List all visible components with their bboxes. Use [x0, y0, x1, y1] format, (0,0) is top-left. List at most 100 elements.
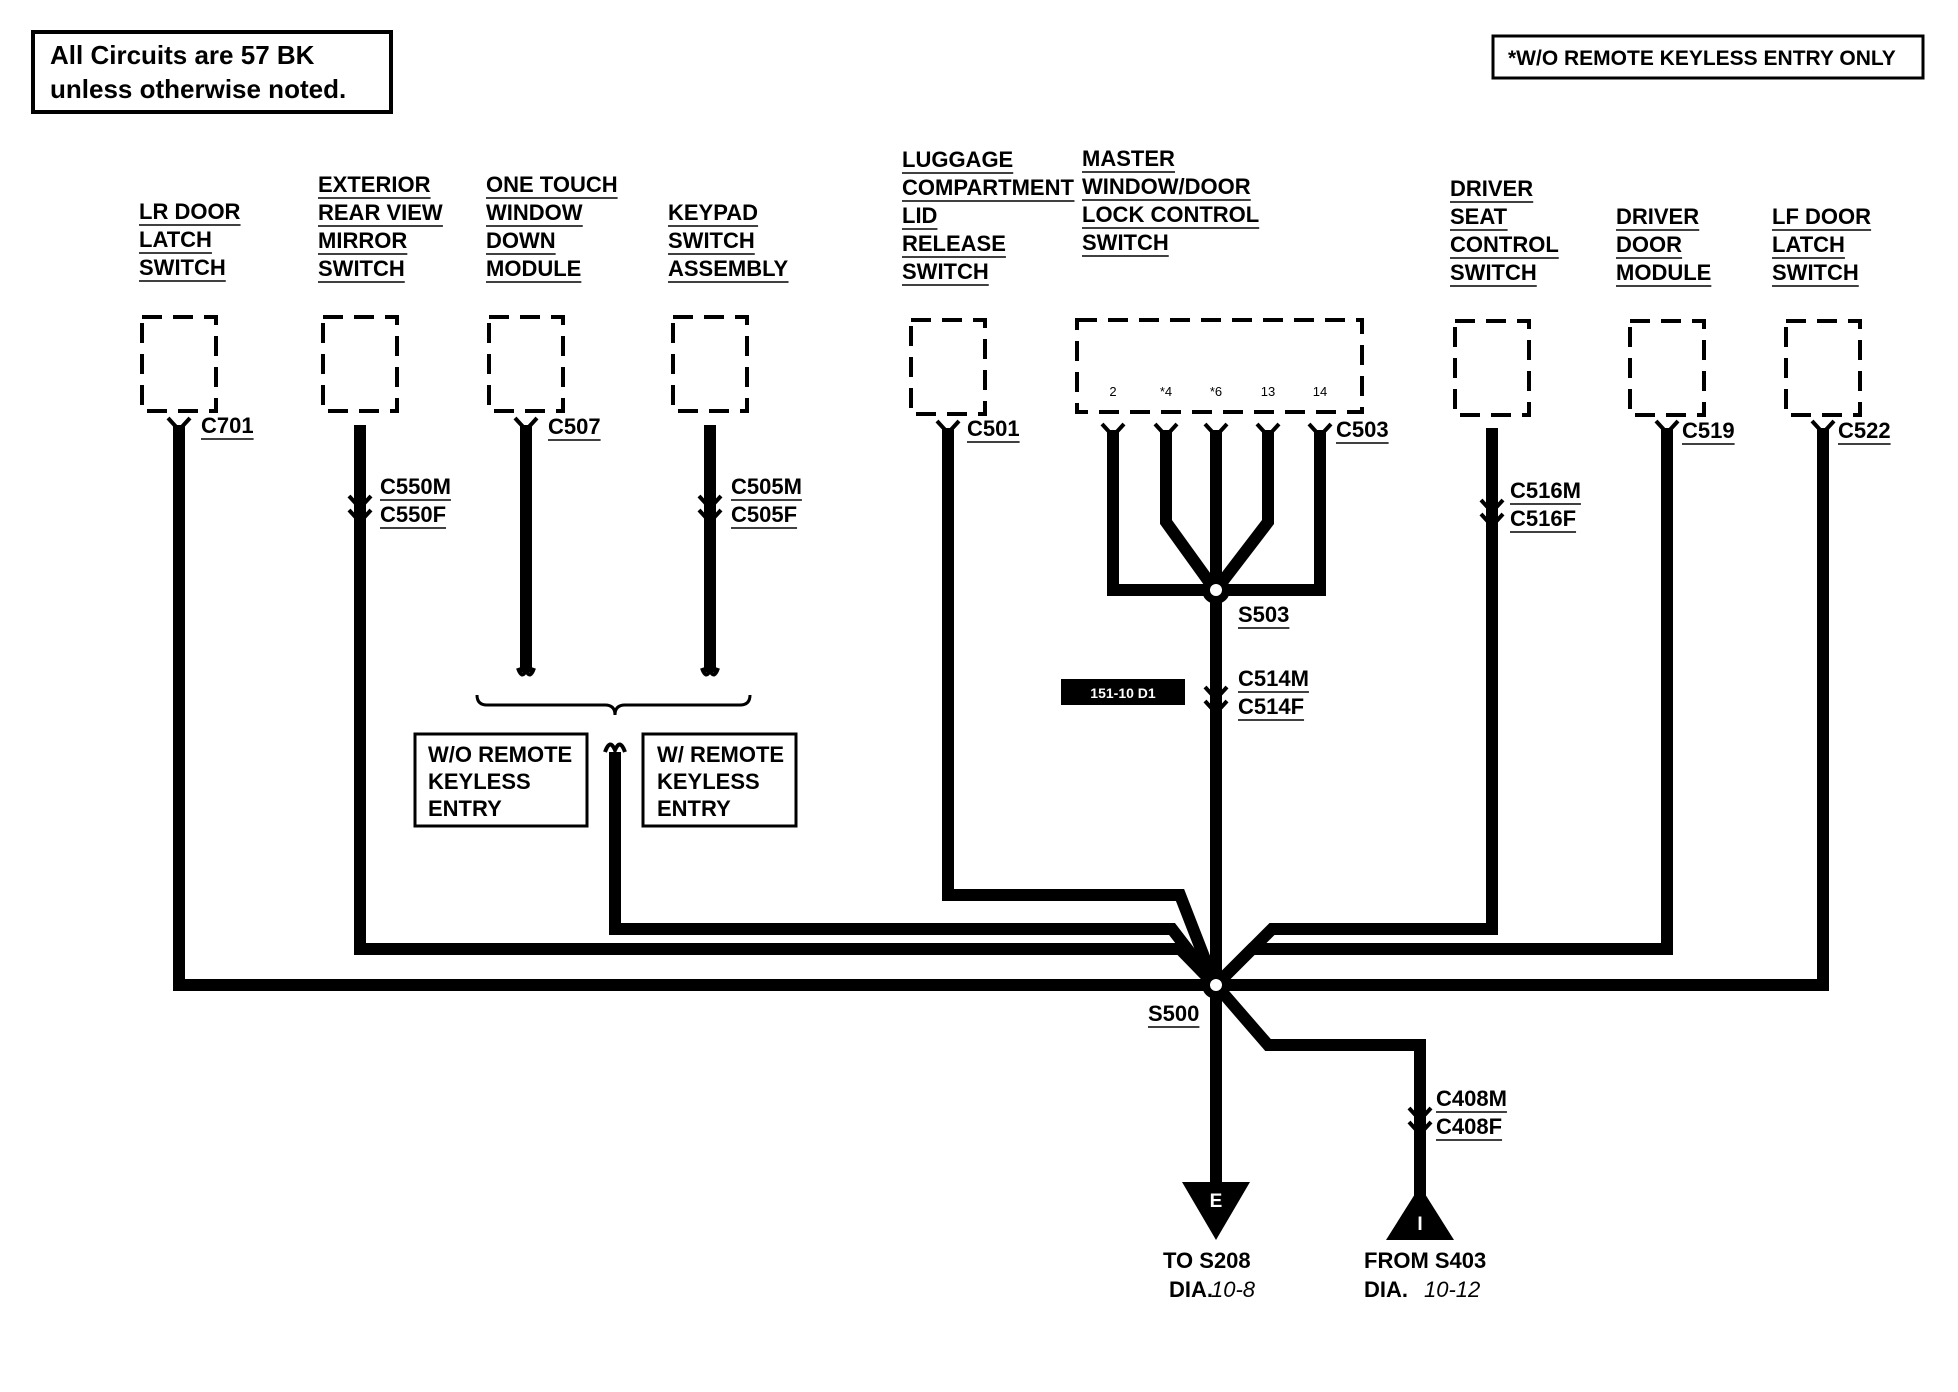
without-keyless-line-1: W/O REMOTE: [428, 742, 572, 767]
driver-seat-switch-box: [1453, 319, 1531, 417]
label-s503: S503: [1238, 602, 1289, 627]
exterior-mirror-line-3: MIRROR: [318, 228, 407, 253]
keyless-note-text: *W/O REMOTE KEYLESS ENTRY ONLY: [1508, 47, 1896, 70]
lr-door-latch-switch-box: [140, 315, 218, 413]
terminal-i-letter: I: [1417, 1214, 1422, 1235]
driver-door-line-3: MODULE: [1616, 260, 1711, 285]
master-switch-pins: 2 *4 *6 13 14: [1109, 384, 1327, 399]
one-touch-module-label: ONE TOUCH WINDOW DOWN MODULE: [486, 172, 618, 281]
driver-door-line-1: DRIVER: [1616, 204, 1699, 229]
label-c408m: C408M: [1436, 1086, 1507, 1111]
lr-door-latch-line-2: LATCH: [139, 227, 212, 252]
label-c501: C501: [967, 416, 1020, 441]
luggage-release-switch-box: [909, 318, 987, 416]
lr-door-latch-line-1: LR DOOR: [139, 199, 241, 224]
lr-door-latch-switch-label: LR DOOR LATCH SWITCH: [139, 199, 241, 280]
pin-14: 14: [1313, 384, 1327, 399]
lr-door-latch-line-3: SWITCH: [139, 255, 226, 280]
without-keyless-line-2: KEYLESS: [428, 769, 531, 794]
terminal-to-s208-dia: DIA.: [1169, 1277, 1213, 1302]
terminal-from-s403-dia: DIA.: [1364, 1277, 1408, 1302]
connector-c408-symbol: [1407, 1106, 1433, 1137]
driver-door-module-box: [1628, 319, 1706, 417]
label-c507: C507: [548, 414, 601, 439]
connector-c516-symbol: [1479, 498, 1505, 529]
circuit-note-box: [31, 30, 393, 114]
without-keyless-line-3: ENTRY: [428, 796, 502, 821]
option-wire-end: [603, 742, 627, 756]
one-touch-line-3: DOWN: [486, 228, 556, 253]
connector-c519-symbol: [1654, 419, 1680, 436]
lf-door-latch-line-1: LF DOOR: [1772, 204, 1871, 229]
keypad-switch-label: KEYPAD SWITCH ASSEMBLY: [668, 200, 789, 281]
connector-c503-pin14-symbol: [1307, 422, 1333, 439]
splice-s500-hole: [1210, 979, 1222, 991]
driver-door-line-2: DOOR: [1616, 232, 1682, 257]
wire-lf-door: [1216, 428, 1829, 991]
driver-seat-line-2: SEAT: [1450, 204, 1508, 229]
label-c701: C701: [201, 413, 254, 438]
driver-seat-switch-label: DRIVER SEAT CONTROL SWITCH: [1450, 176, 1559, 285]
exterior-mirror-line-2: REAR VIEW: [318, 200, 443, 225]
circuit-tag-box: [1061, 679, 1185, 705]
one-touch-line-4: MODULE: [486, 256, 581, 281]
lf-door-latch-line-3: SWITCH: [1772, 260, 1859, 285]
terminal-from-s403-label: FROM S403: [1364, 1248, 1486, 1273]
connector-symbols: [166, 416, 1836, 1137]
master-line-3: LOCK CONTROL: [1082, 202, 1259, 227]
exterior-mirror-line-1: EXTERIOR: [318, 172, 431, 197]
luggage-line-1: LUGGAGE: [902, 147, 1013, 172]
label-c514f: C514F: [1238, 694, 1304, 719]
master-line-4: SWITCH: [1082, 230, 1169, 255]
luggage-line-3: LID: [902, 203, 937, 228]
pin-6: *6: [1210, 384, 1222, 399]
driver-seat-line-1: DRIVER: [1450, 176, 1533, 201]
luggage-release-switch-label: LUGGAGE COMPARTMENT LID RELEASE SWITCH: [902, 147, 1074, 284]
terminal-e-letter: E: [1210, 1191, 1223, 1212]
terminal-e-triangle: [1182, 1182, 1250, 1240]
connector-c503-pin6-symbol: [1203, 422, 1229, 439]
connector-c701-symbol: [166, 416, 192, 433]
pin-2: 2: [1109, 384, 1116, 399]
connector-c514-symbol: [1203, 685, 1229, 716]
label-c550f: C550F: [380, 502, 446, 527]
wire-from-s403: [1211, 981, 1426, 1200]
master-line-1: MASTER: [1082, 146, 1175, 171]
keypad-line-3: ASSEMBLY: [668, 256, 789, 281]
luggage-line-2: COMPARTMENT: [902, 175, 1074, 200]
label-c505m: C505M: [731, 474, 802, 499]
label-c522: C522: [1838, 418, 1891, 443]
label-c514m: C514M: [1238, 666, 1309, 691]
label-underlines: [139, 171, 1891, 1141]
label-c516f: C516F: [1510, 506, 1576, 531]
terminal-from-s403-ref: 10-12: [1424, 1277, 1480, 1302]
without-keyless-box: [413, 732, 589, 828]
one-touch-wire-end: [516, 664, 536, 677]
option-brace: [475, 694, 752, 716]
label-c505f: C505F: [731, 502, 797, 527]
pin-4: *4: [1160, 384, 1172, 399]
wire-pin-14: [1216, 430, 1326, 596]
keyless-note-box: [1491, 34, 1925, 80]
one-touch-module-box: [487, 315, 565, 413]
exterior-mirror-switch-box: [321, 315, 399, 413]
lf-door-latch-switch-box: [1784, 319, 1862, 417]
label-c516m: C516M: [1510, 478, 1581, 503]
lf-door-latch-switch-label: LF DOOR LATCH SWITCH: [1772, 204, 1871, 285]
wire-luggage: [942, 428, 1221, 988]
circuit-tag-label: 151-10 D1: [1090, 685, 1156, 701]
wire-keyless-option: [609, 752, 1220, 989]
terminal-to-s208-ref: 10-8: [1211, 1277, 1256, 1302]
connector-c522-symbol: [1810, 419, 1836, 436]
wire-pin-2: [1107, 430, 1215, 596]
circuit-note-line2: unless otherwise noted.: [50, 74, 346, 104]
keypad-line-1: KEYPAD: [668, 200, 758, 225]
lf-door-latch-line-2: LATCH: [1772, 232, 1845, 257]
label-c503: C503: [1336, 417, 1389, 442]
connector-c503-pin2-symbol: [1100, 422, 1126, 439]
wire-driver-door: [1211, 428, 1673, 990]
master-switch-label: MASTER WINDOW/DOOR LOCK CONTROL SWITCH: [1082, 146, 1259, 255]
wires: [173, 425, 1829, 1200]
wire-pin-4: [1160, 430, 1220, 594]
